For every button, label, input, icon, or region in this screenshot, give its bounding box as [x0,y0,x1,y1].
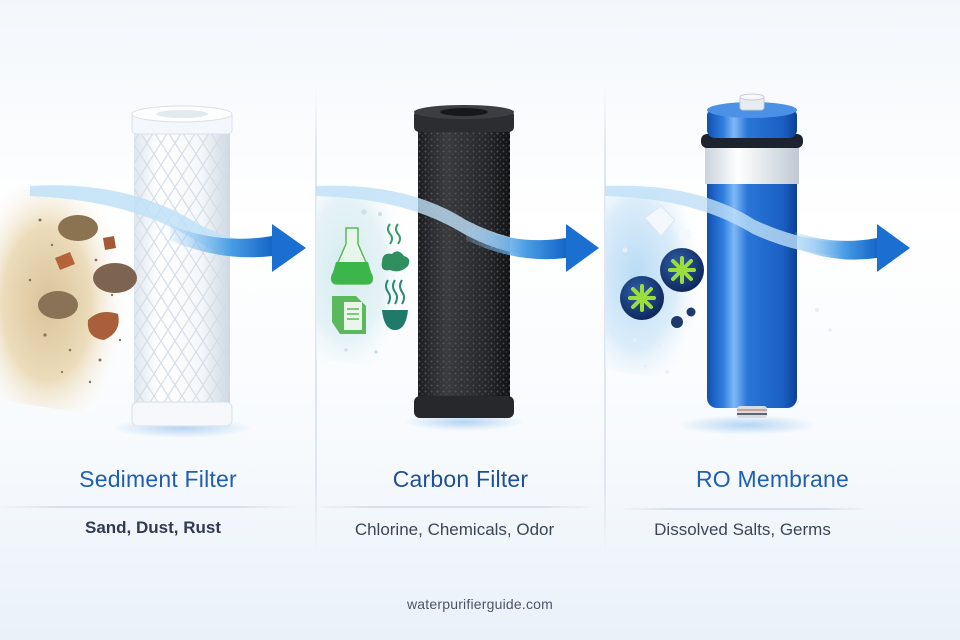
panel-subtitle: Dissolved Salts, Germs [654,520,831,539]
title-separator [316,506,596,508]
chemical-flask-icon [330,227,374,285]
sand-clump-icon [38,215,137,319]
panel-sediment-filter: Sediment Filter Sand, Dust, Rust [0,0,316,640]
odor-cloud-icon [381,223,410,272]
title-separator [620,508,870,510]
panel-title: Sediment Filter [79,466,237,492]
steaming-bowl-icon [382,279,408,330]
panel-subtitle: Chlorine, Chemicals, Odor [354,520,555,539]
panel-ro-membrane: RO Membrane Dissolved Salts, Germs [605,0,960,640]
panel-title: RO Membrane [695,466,850,492]
panel-subtitle: Sand, Dust, Rust [84,518,221,537]
website-footer: waterpurifierguide.com [406,596,554,612]
rust-chunk-icon [55,236,119,340]
salt-crystal-icon [644,205,691,241]
title-separator [0,506,295,508]
flow-arrow-icon [877,224,910,272]
panel-carbon-filter: Carbon Filter Chlorine, Chemicals, Odor [316,0,605,640]
carbon-illustration [316,105,599,431]
ro-illustration [605,93,910,435]
flow-arrow-icon [566,224,599,272]
germ-icon [620,248,704,320]
document-icon [332,296,366,334]
sediment-illustration [0,105,306,438]
panel-title: Carbon Filter [392,466,529,492]
virus-icon [671,307,696,328]
flow-arrow-icon [272,224,306,272]
dust-particles-icon [28,218,122,384]
